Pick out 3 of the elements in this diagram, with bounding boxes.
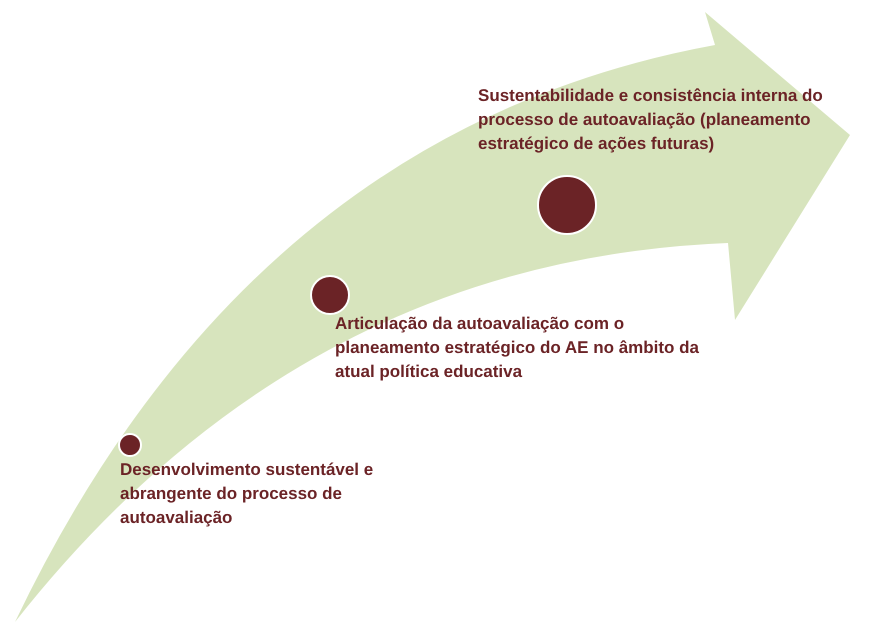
- step-text: Sustentabilidade e consistência interna do processo de autoavaliação (planeamento estratégico de ações futuras): [478, 85, 824, 155]
- step-text: Articulação da autoavaliação com o planeamento estratégico do AE no âmbito da atual política educativa: [335, 313, 700, 383]
- step-text: Desenvolvimento sustentável e abrangente do processo de autoavaliação: [120, 459, 374, 529]
